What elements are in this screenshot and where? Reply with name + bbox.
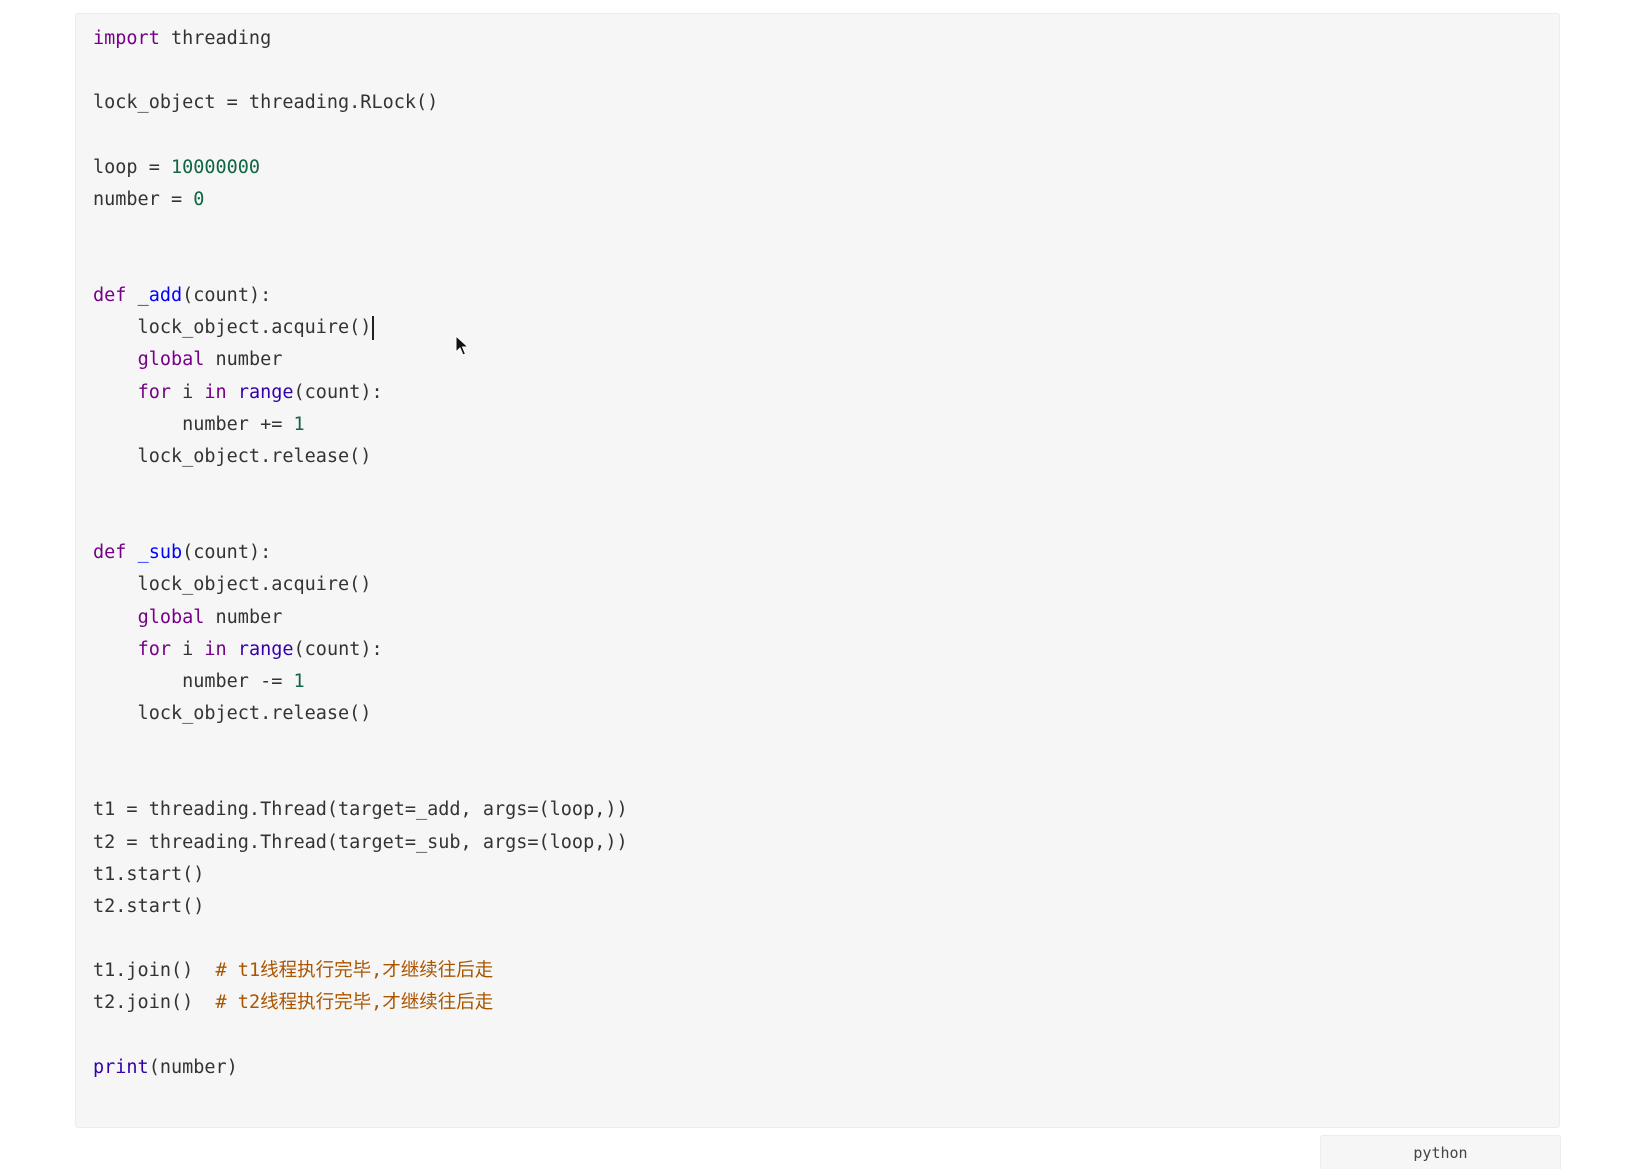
code-line[interactable]: loop = 10000000 — [93, 152, 628, 184]
code-line[interactable]: global number — [93, 602, 628, 634]
text-cursor — [372, 316, 375, 341]
code-line[interactable]: lock_object.acquire() — [93, 569, 628, 601]
code-token-text — [126, 542, 137, 563]
code-token-text — [227, 639, 238, 660]
code-token-text: number — [204, 349, 283, 371]
code-token-text: lock_object.release() — [93, 445, 372, 467]
code-token-text: lock_object.acquire() — [93, 317, 372, 339]
code-token-text: t1.join() — [93, 960, 216, 982]
code-line[interactable]: lock_object = threading.RLock() — [93, 87, 628, 119]
code-token-text: loop = — [93, 156, 171, 178]
language-label[interactable]: python — [1320, 1135, 1561, 1169]
code-token-keyword: def — [93, 542, 127, 564]
code-line[interactable] — [93, 473, 628, 505]
code-line[interactable]: number = 0 — [93, 184, 628, 216]
code-token-builtin: range — [237, 381, 294, 403]
code-line[interactable]: def _add(count): — [93, 280, 628, 312]
code-line[interactable] — [93, 119, 628, 151]
code-line[interactable]: lock_object.release() — [93, 441, 628, 473]
code-token-builtin: range — [237, 638, 294, 660]
code-token-text: t1.start() — [93, 863, 205, 885]
code-token-keyword: def — [93, 285, 127, 307]
code-line[interactable] — [93, 1019, 628, 1051]
code-token-text: t2.start() — [93, 895, 205, 917]
code-line[interactable]: def _sub(count): — [93, 537, 628, 569]
mouse-pointer-icon — [455, 335, 469, 356]
code-line[interactable]: global number — [93, 344, 628, 376]
code-token-def: _add — [137, 285, 183, 307]
code-token-text: lock_object.acquire() — [93, 574, 372, 596]
code-token-text: t2.join() — [93, 992, 216, 1014]
code-line[interactable] — [93, 762, 628, 794]
code-token-text: i — [170, 638, 205, 660]
code-token-keyword: for — [137, 381, 171, 403]
code-token-text: number += — [93, 413, 294, 435]
code-token-text: number = — [93, 188, 194, 210]
code-line[interactable]: number -= 1 — [93, 666, 628, 698]
code-line[interactable] — [93, 55, 628, 87]
code-token-keyword: in — [204, 638, 227, 660]
code-line[interactable] — [93, 505, 628, 537]
code-token-keyword: global — [137, 349, 205, 371]
code-line[interactable]: t2.start() — [93, 891, 628, 923]
code-line[interactable] — [93, 248, 628, 280]
code-token-text — [93, 607, 138, 628]
code-token-comment: # t1线程执行完毕,才继续往后走 — [215, 960, 494, 982]
code-token-text: i — [170, 381, 205, 403]
code-line[interactable]: t2 = threading.Thread(target=_sub, args=… — [93, 827, 628, 859]
code-line[interactable]: t2.join() # t2线程执行完毕,才继续往后走 — [93, 987, 628, 1019]
code-line[interactable]: for i in range(count): — [93, 377, 628, 409]
code-line[interactable]: t1.start() — [93, 859, 628, 891]
code-token-text: (count): — [182, 285, 272, 307]
code-line[interactable]: for i in range(count): — [93, 634, 628, 666]
code-token-text — [93, 349, 138, 370]
code-token-number: 1 — [293, 413, 305, 435]
code-line[interactable] — [93, 730, 628, 762]
code-token-text — [93, 639, 138, 660]
code-token-text: t1 = threading.Thread(target=_add, args=… — [93, 799, 628, 821]
code-token-text — [126, 285, 137, 306]
code-token-text: lock_object = threading.RLock() — [93, 92, 439, 114]
code-token-number: 1 — [293, 670, 305, 692]
code-token-text: threading — [159, 28, 272, 49]
code-token-text: (count): — [293, 381, 383, 403]
code-token-number: 0 — [193, 188, 205, 210]
code-line[interactable]: lock_object.release() — [93, 698, 628, 730]
code-token-text: lock_object.release() — [93, 702, 372, 724]
code-token-text: number — [204, 606, 283, 628]
code-line[interactable] — [93, 923, 628, 955]
code-block[interactable]: import threading lock_object = threading… — [75, 13, 1560, 1128]
code-line[interactable]: print(number) — [93, 1052, 628, 1084]
code-token-text: t2 = threading.Thread(target=_sub, args=… — [93, 831, 628, 853]
code-token-comment: # t2线程执行完毕,才继续往后走 — [215, 992, 494, 1014]
code-lines[interactable]: import threading lock_object = threading… — [93, 23, 628, 1084]
code-token-keyword: import — [93, 28, 160, 49]
code-token-def: _sub — [137, 542, 183, 564]
code-token-keyword: for — [137, 638, 171, 660]
code-line[interactable]: number += 1 — [93, 409, 628, 441]
code-token-text: (number) — [148, 1056, 238, 1078]
code-token-builtin: print — [93, 1056, 149, 1078]
code-token-text — [93, 382, 138, 403]
code-token-text: (count): — [293, 638, 383, 660]
code-line[interactable]: t1 = threading.Thread(target=_add, args=… — [93, 794, 628, 826]
code-line[interactable] — [93, 216, 628, 248]
code-token-text: (count): — [182, 542, 272, 564]
code-line[interactable]: lock_object.acquire() — [93, 312, 628, 344]
code-token-keyword: in — [204, 381, 227, 403]
code-line[interactable]: t1.join() # t1线程执行完毕,才继续往后走 — [93, 955, 628, 987]
code-token-text — [227, 382, 238, 403]
code-token-text: number -= — [93, 670, 294, 692]
code-token-keyword: global — [137, 606, 205, 628]
code-token-number: 10000000 — [170, 156, 261, 178]
code-line[interactable]: import threading — [93, 23, 628, 55]
